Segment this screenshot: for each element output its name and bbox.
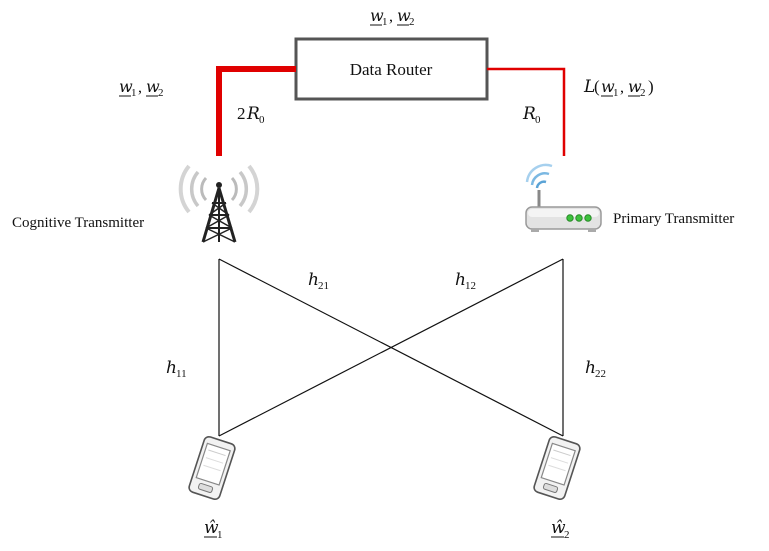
primary-transmitter-label: Primary Transmitter [613, 211, 734, 227]
svg-text:1: 1 [613, 87, 619, 99]
smartphone-icon [188, 435, 236, 501]
cognitive-transmitter-label: Cognitive Transmitter [12, 215, 144, 231]
cell-tower-icon [178, 164, 260, 243]
router-to-cognitive-link [216, 66, 296, 156]
svg-text:w: w [601, 77, 615, 96]
channel-h12-line [218, 258, 564, 437]
channel-h12-label: h 12 [455, 270, 476, 292]
smartphone-icon [533, 435, 581, 501]
svg-text:0: 0 [535, 114, 541, 126]
svg-text:,: , [138, 79, 142, 96]
svg-text:1: 1 [131, 87, 137, 99]
svg-text:2: 2 [158, 87, 164, 99]
svg-text:,: , [620, 79, 624, 96]
svg-text:R: R [522, 104, 536, 124]
svg-text:0: 0 [259, 114, 265, 126]
svg-text:L: L [583, 77, 595, 97]
primary-message-label: L ( w 1 , w 2 ) [583, 77, 654, 99]
wifi-router-icon [525, 163, 602, 232]
svg-text:(: ( [594, 77, 600, 96]
cognitive-rate-label: 2 R 0 [237, 104, 265, 126]
svg-text:,: , [389, 8, 393, 25]
svg-text:h: h [585, 358, 596, 378]
data-router-label: Data Router [350, 60, 433, 79]
channel-h22-label: h 22 [585, 358, 606, 380]
svg-text:1: 1 [382, 16, 388, 28]
router-to-primary-link [487, 67, 566, 156]
svg-text:21: 21 [318, 280, 329, 292]
svg-text:12: 12 [465, 280, 476, 292]
svg-text:2: 2 [409, 16, 415, 28]
svg-text:h: h [166, 358, 177, 378]
svg-text:ŵ: ŵ [204, 518, 219, 538]
cognitive-message-label: w 1 , w 2 [119, 77, 164, 99]
svg-text:2: 2 [237, 104, 246, 123]
channel-h11-label: h 11 [166, 358, 187, 380]
svg-text:w: w [628, 77, 642, 96]
svg-text:): ) [648, 77, 654, 96]
svg-text:w: w [119, 77, 133, 96]
svg-text:22: 22 [595, 368, 606, 380]
svg-text:2: 2 [640, 87, 646, 99]
svg-text:h: h [308, 270, 319, 290]
svg-text:2: 2 [564, 529, 570, 541]
primary-rate-label: R 0 [522, 104, 541, 126]
svg-text:w: w [146, 77, 160, 96]
channel-h21-label: h 21 [308, 270, 329, 292]
svg-text:R: R [246, 104, 260, 124]
svg-text:w: w [397, 6, 411, 25]
router-message-label: w 1 , w 2 [370, 6, 415, 28]
svg-text:h: h [455, 270, 466, 290]
receiver-1-estimate-label: ŵ 1 [204, 518, 223, 541]
svg-text:1: 1 [217, 529, 223, 541]
receiver-2-estimate-label: ŵ 2 [551, 518, 570, 541]
svg-text:11: 11 [176, 368, 187, 380]
svg-text:w: w [370, 6, 384, 25]
svg-text:ŵ: ŵ [551, 518, 566, 538]
